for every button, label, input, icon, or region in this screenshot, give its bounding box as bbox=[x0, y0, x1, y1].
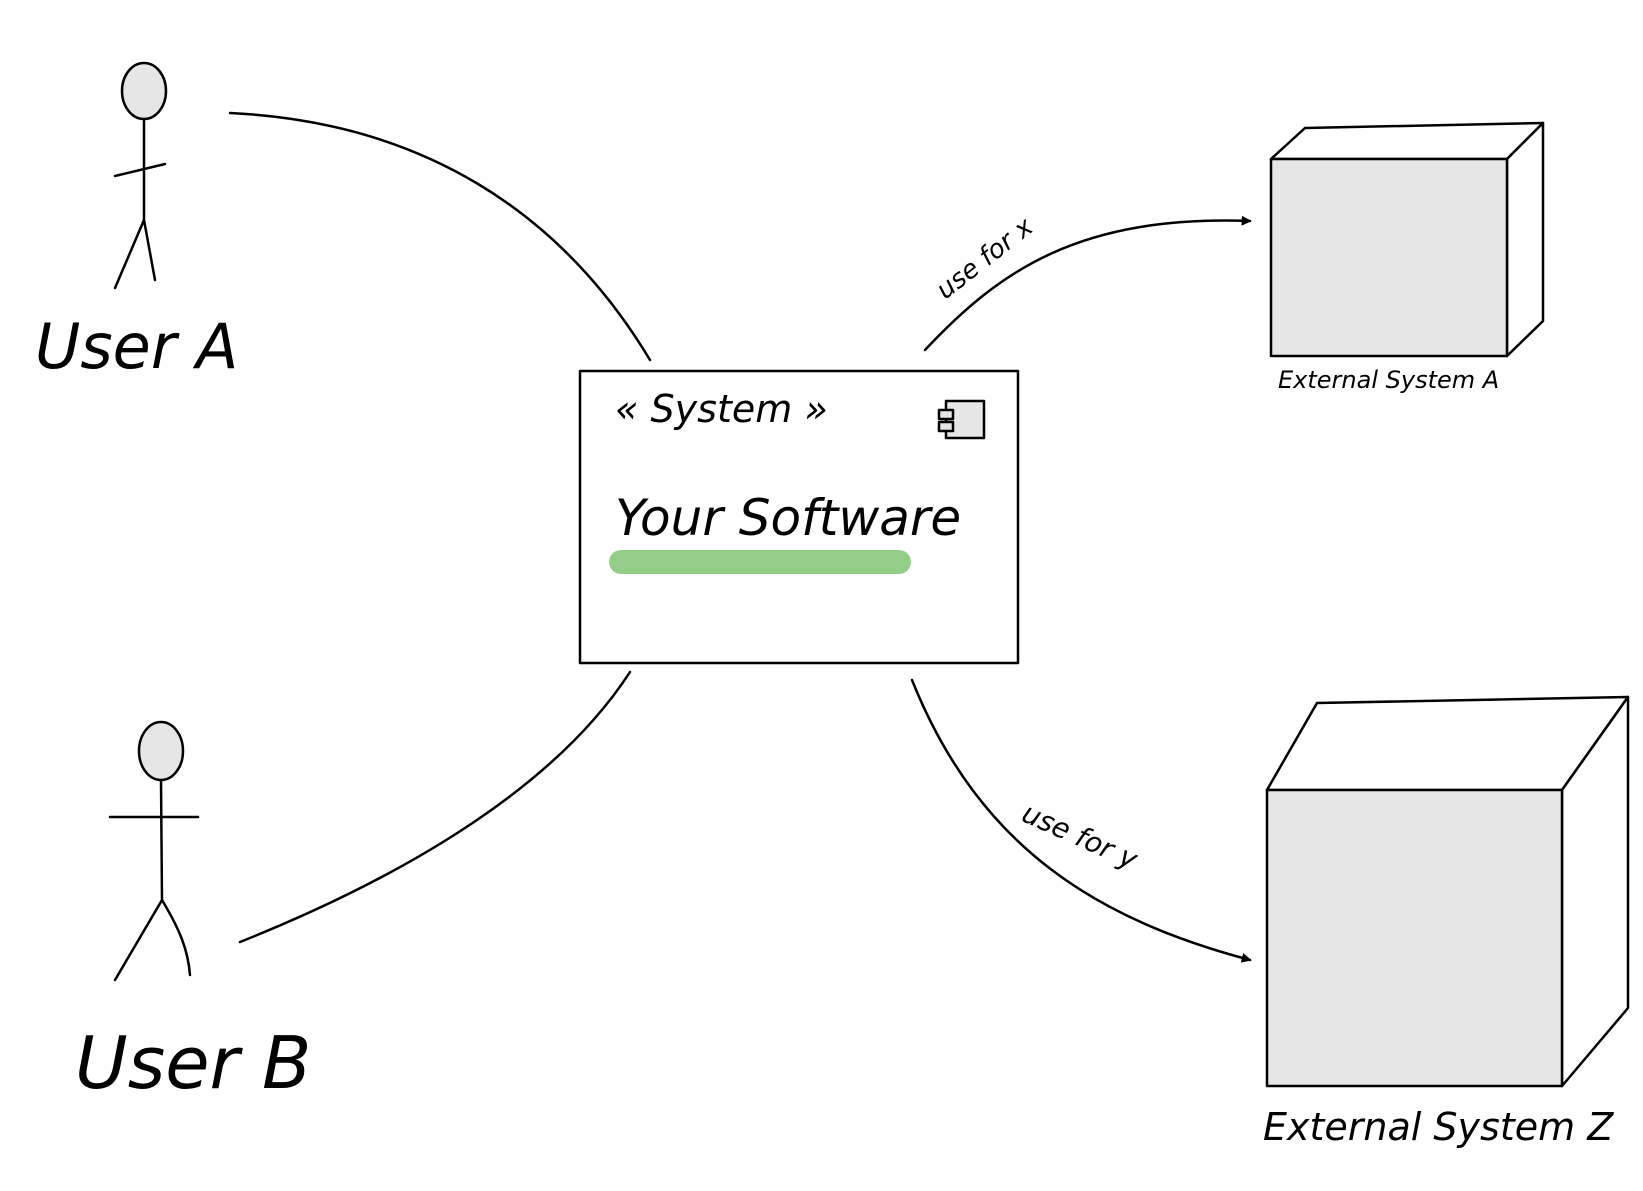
actor-body-icon bbox=[108, 778, 200, 982]
system-name-underline bbox=[609, 550, 911, 574]
connector-label-use-for-y: use for y bbox=[1017, 796, 1143, 876]
connector-label-use-for-x: use for x bbox=[931, 212, 1040, 306]
external-system-z-label: External System Z bbox=[1263, 1105, 1614, 1149]
external-system-a-front bbox=[1269, 157, 1509, 358]
actor-user-a: User A bbox=[35, 61, 238, 383]
external-system-a-top bbox=[1269, 121, 1545, 161]
actor-user-b: User B bbox=[75, 720, 311, 1105]
actor-body-icon bbox=[113, 117, 167, 290]
connector-user-b-system bbox=[238, 670, 632, 944]
connector-user-a-system bbox=[228, 111, 652, 362]
external-system-z-front bbox=[1265, 788, 1564, 1088]
actor-label-user-b: User B bbox=[75, 1021, 311, 1105]
system-name: Your Software bbox=[615, 489, 961, 547]
system-stereotype: « System » bbox=[615, 387, 828, 431]
external-system-a: External System A bbox=[1269, 121, 1545, 394]
actor-head-icon bbox=[120, 61, 168, 121]
connector-system-external-a bbox=[923, 215, 1252, 352]
external-system-a-side bbox=[1505, 121, 1545, 358]
component-icon bbox=[937, 399, 986, 440]
actor-head-icon bbox=[137, 720, 185, 782]
external-system-a-label: External System A bbox=[1278, 366, 1499, 394]
actor-label-user-a: User A bbox=[35, 310, 238, 383]
connector-system-external-z bbox=[910, 678, 1252, 963]
system-box: « System » Your Software bbox=[578, 369, 1020, 665]
external-system-z: External System Z bbox=[1263, 695, 1630, 1149]
